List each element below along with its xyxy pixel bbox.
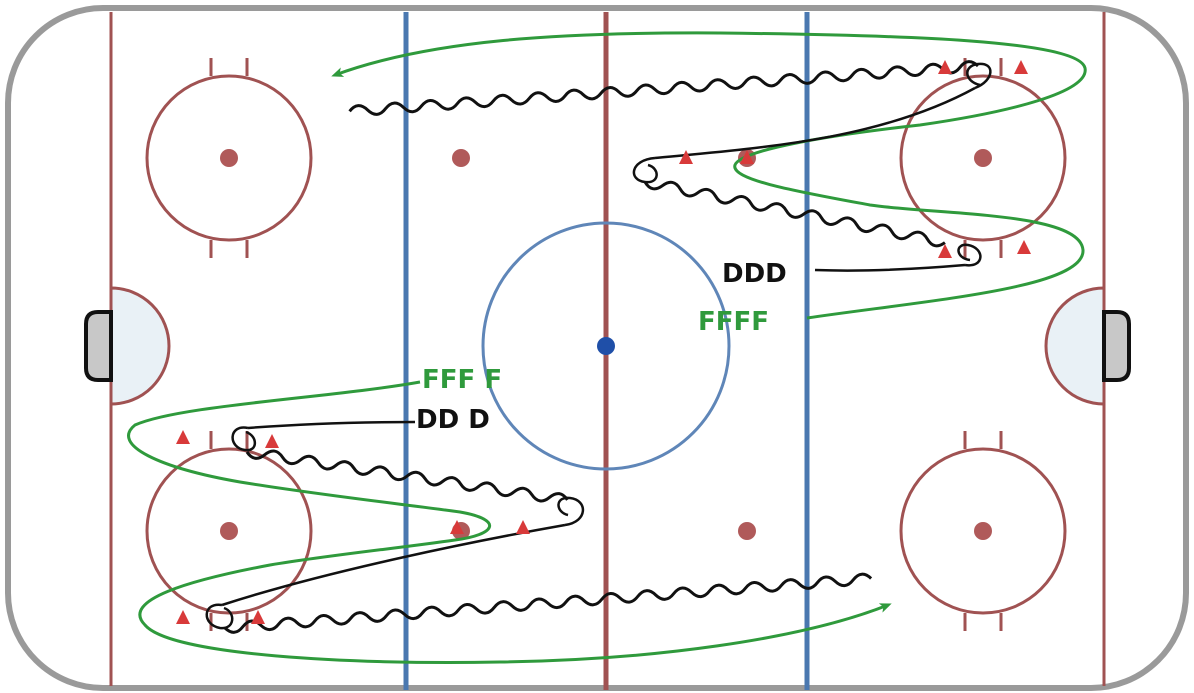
faceoff-circle-top-left [145,58,313,258]
cone-4 [740,150,754,164]
faceoff-circle-bottom-right [899,431,1067,631]
label-f-top: FFFF [698,307,769,337]
wavy-path-top-middle [643,180,946,248]
crease-right [1044,286,1106,406]
forward-path-bottom [127,380,892,665]
defense-lead-top [814,263,966,272]
cone-1 [938,60,952,74]
faceoff-circle-top-right [899,58,1067,258]
wavy-path-bottom-middle [245,449,569,503]
center-circle [481,221,731,471]
net-right [1102,310,1131,382]
cone-11 [176,610,190,624]
faceoff-dot-bottom-left [220,522,238,540]
wavy-skating-paths [223,60,980,634]
cone-3 [679,150,693,164]
net-left [84,310,113,382]
faceoff-dot-top-left [220,149,238,167]
wavy-path-bottom-long [223,572,873,634]
faceoff-dot-bottom-right [974,522,992,540]
cone-5 [938,244,952,258]
label-f-bottom: FFF F [422,365,502,395]
cone-6 [1017,240,1031,254]
cone-markers [176,60,1031,624]
crease-left [109,286,171,406]
cone-10 [516,520,530,534]
cone-8 [265,434,279,448]
cone-12 [251,610,265,624]
cone-9 [450,520,464,534]
neutral-dot-bottom-right [738,522,756,540]
defense-lead-bottom [247,420,416,430]
defense-lead-top-2 [654,86,976,160]
label-d-bottom: DD D [416,405,490,435]
turn-loops [205,62,992,630]
forward-path-top [331,31,1087,320]
wavy-path-top-long [348,60,980,116]
center-faceoff-dot [597,337,615,355]
neutral-dot-top-left [452,149,470,167]
faceoff-dot-top-right [974,149,992,167]
cone-7 [176,430,190,444]
label-d-top: DDD [722,259,787,289]
cone-2 [1014,60,1028,74]
rink-boards [5,5,1189,691]
